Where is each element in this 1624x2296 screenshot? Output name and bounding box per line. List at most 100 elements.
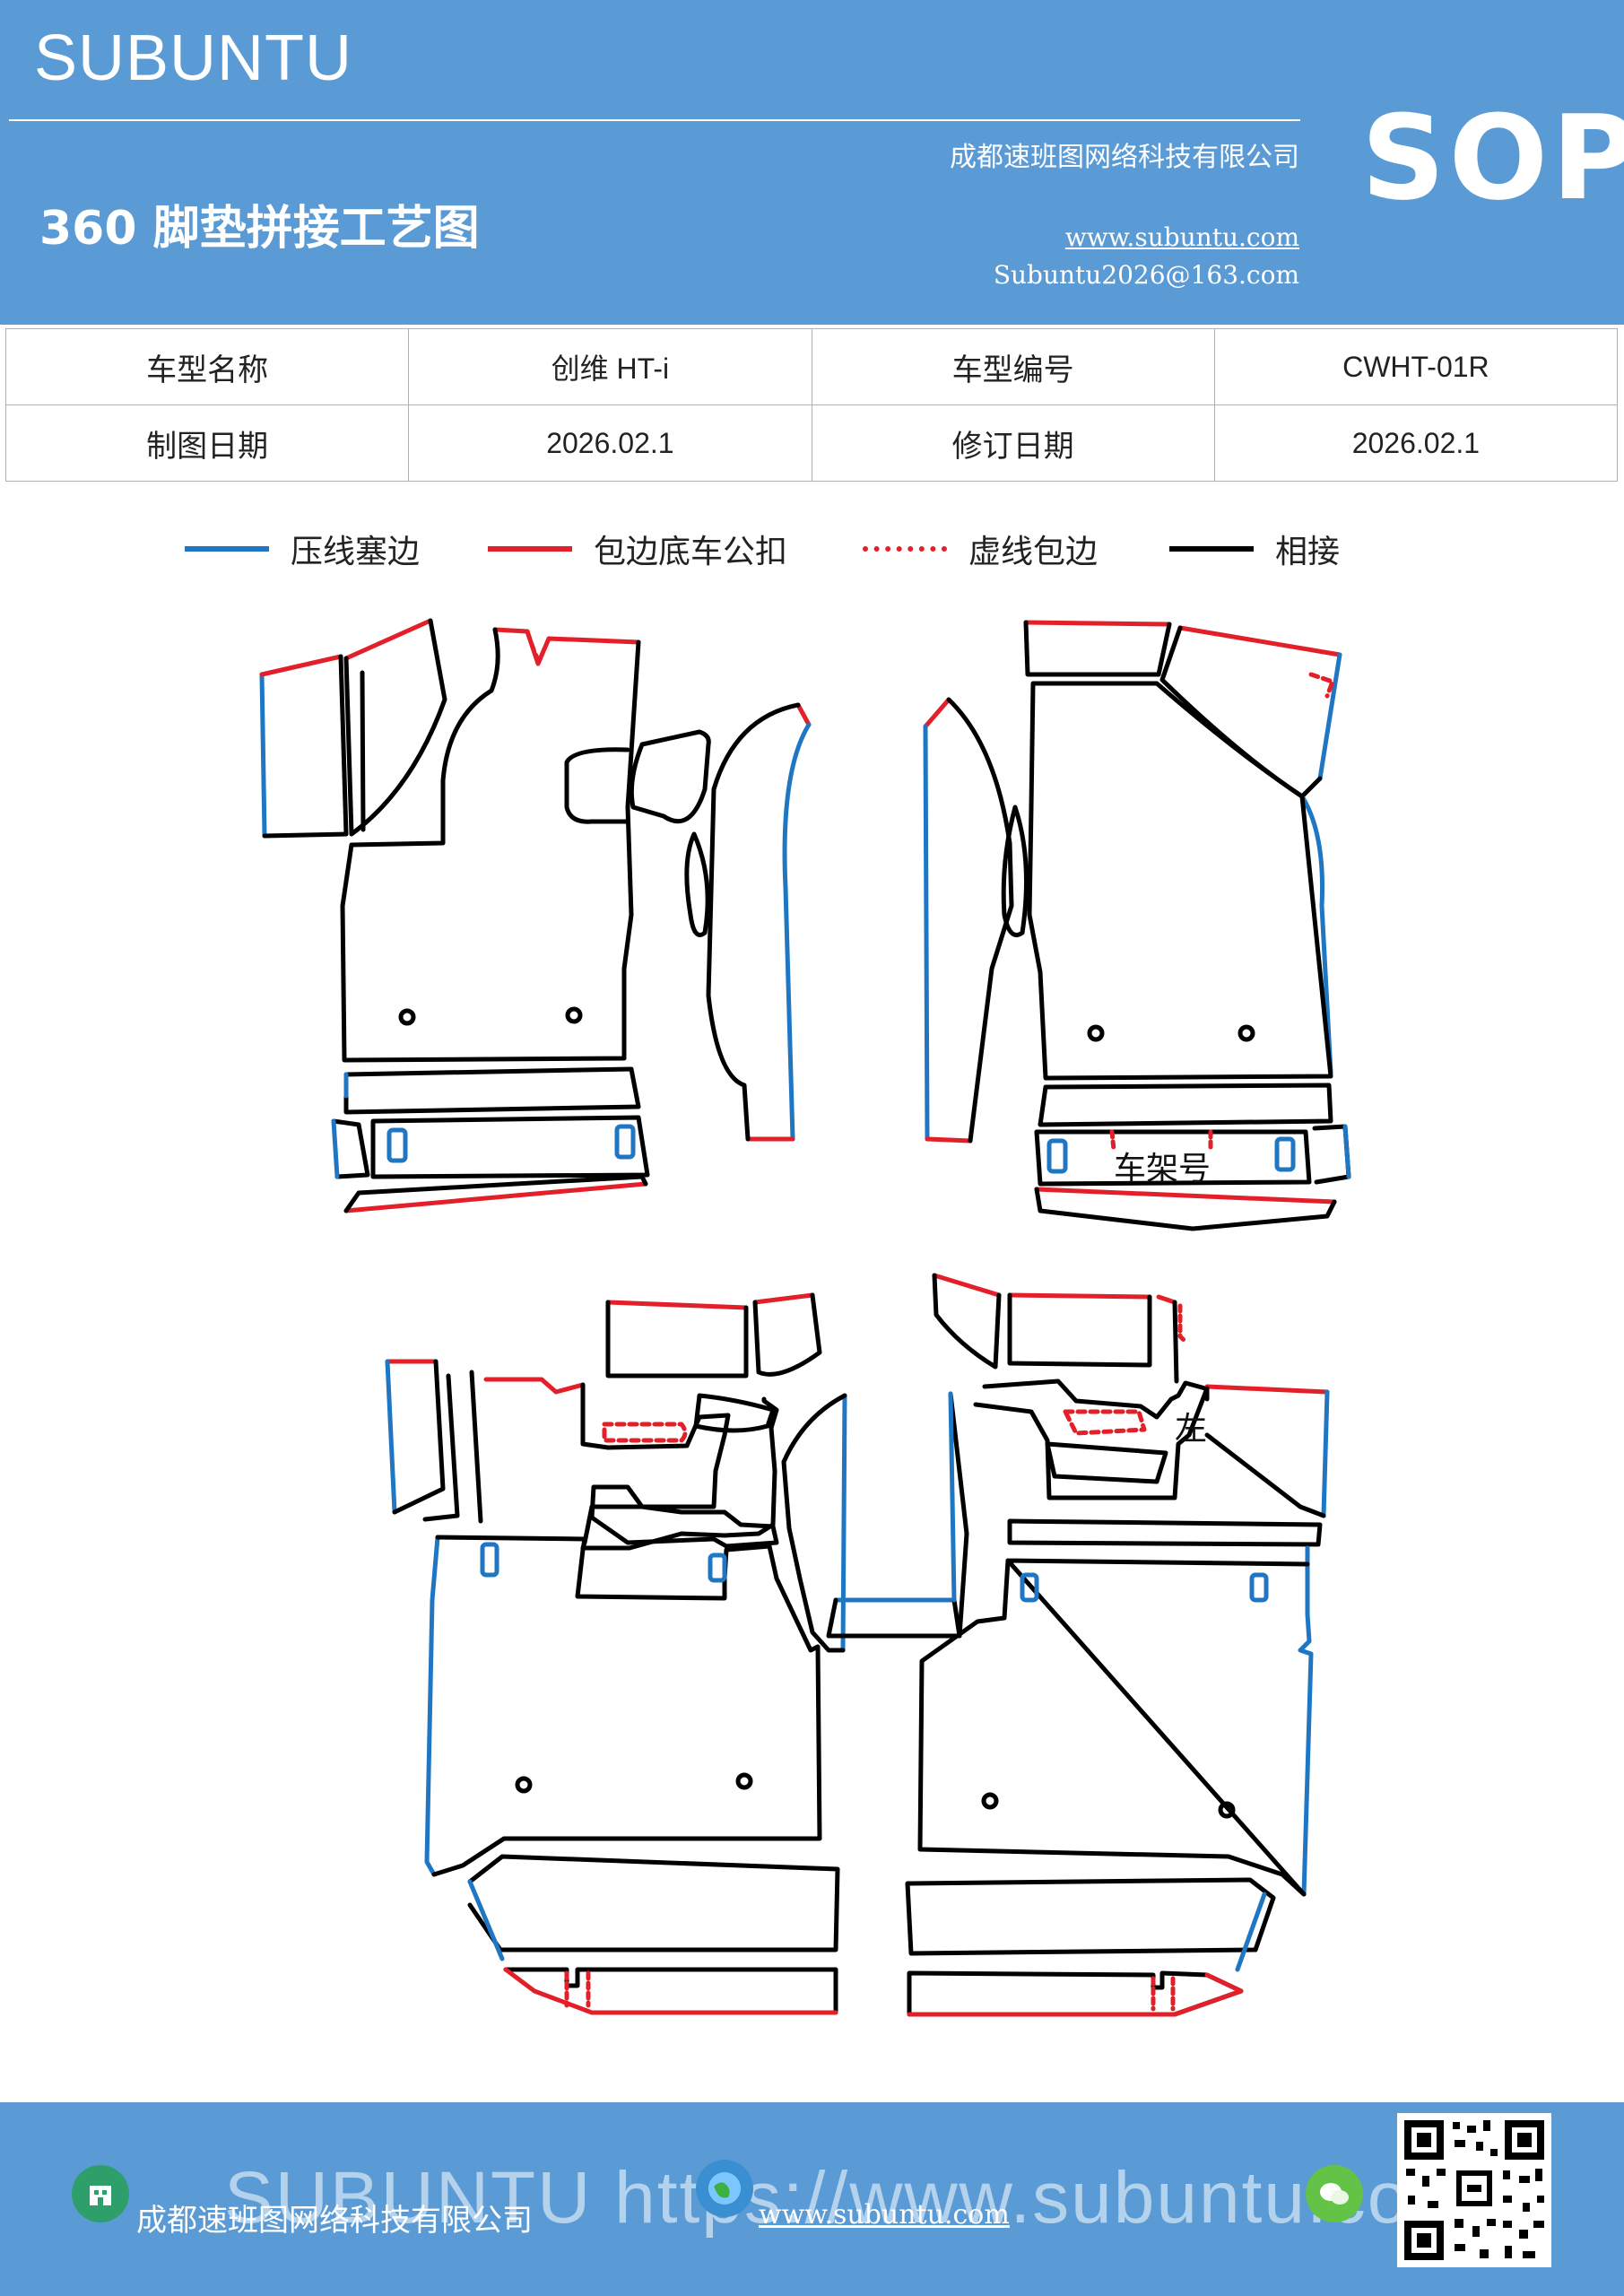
mat-piece	[1235, 1892, 1267, 1972]
mat-hole	[398, 1008, 416, 1026]
table-cell-value: CWHT-01R	[1213, 328, 1619, 405]
mat-piece	[467, 1854, 840, 1952]
company-name: 成都速班图网络科技有限公司	[950, 142, 1299, 173]
mat-piece	[492, 627, 641, 666]
table-cell-value: 创维 HT-i	[408, 328, 812, 405]
mat-hole	[735, 1772, 753, 1790]
mat-slot	[1046, 1138, 1068, 1174]
mat-slot	[1020, 1572, 1039, 1603]
mat-piece	[1308, 672, 1335, 699]
mat-piece	[503, 1967, 838, 2015]
mat-piece	[331, 1118, 340, 1179]
table-row: 车型名称 创维 HT-i 车型编号 CWHT-01R	[4, 328, 1619, 405]
mat-piece	[1023, 620, 1172, 677]
mat-piece	[925, 1136, 973, 1144]
mat-piece	[1063, 1409, 1147, 1436]
legend-swatch-blue	[185, 546, 269, 552]
mat-piece	[907, 1972, 1244, 2017]
legend-item-press-line: 压线塞边	[185, 522, 420, 576]
mat-hole	[565, 1006, 583, 1024]
mat-piece	[259, 672, 267, 839]
mat-piece	[1172, 1300, 1179, 1384]
sop-badge: SOP	[1361, 90, 1624, 226]
legend-swatch-red	[488, 546, 572, 552]
mat-piece	[923, 697, 951, 729]
mat-piece	[973, 1386, 1326, 1518]
rear-left-mat-group	[385, 1292, 847, 2015]
mat-piece	[840, 1393, 847, 1653]
mat-piece	[259, 654, 343, 677]
frame-number-label: 车架号	[1114, 1151, 1211, 1187]
mat-piece	[946, 697, 1014, 1144]
mat-piece	[905, 1877, 1276, 1956]
contact-email[interactable]: Subuntu2026@163.com	[993, 260, 1299, 290]
building-icon	[72, 2165, 129, 2222]
table-cell-label: 制图日期	[4, 404, 410, 482]
mat-piece	[1317, 652, 1342, 781]
mat-hole	[1218, 1801, 1236, 1819]
mat-piece	[602, 1422, 688, 1443]
mat-slot	[1274, 1136, 1296, 1172]
mat-piece	[1001, 804, 1029, 937]
legend-swatch-red-dashed	[863, 546, 947, 552]
mat-piece	[1034, 1187, 1337, 1231]
mat-piece	[1204, 1384, 1330, 1395]
mat-piece	[564, 747, 630, 824]
mat-piece	[752, 1292, 822, 1377]
mat-piece	[385, 1359, 397, 1515]
mat-piece	[392, 1359, 446, 1515]
mat-piece	[826, 1597, 962, 1639]
legend-swatch-black	[1169, 546, 1254, 552]
mat-piece	[525, 629, 544, 668]
mat-piece	[629, 729, 711, 824]
mat-hole	[981, 1792, 999, 1810]
table-row: 制图日期 2026.02.1 修订日期 2026.02.1	[4, 404, 1619, 482]
mat-piece	[469, 1370, 483, 1524]
mat-piece	[923, 724, 930, 1142]
mat-piece	[706, 702, 801, 1142]
mat-piece	[605, 1300, 749, 1378]
mat-piece	[1298, 1545, 1314, 1897]
brand-logo-text: SUBUNTU	[34, 22, 353, 94]
mat-slot	[708, 1552, 727, 1583]
mat-piece	[262, 654, 349, 839]
footer-banner: SUBUNTU https://www.subuntu.com 成都速班图网络科…	[0, 2102, 1624, 2296]
mat-piece	[752, 1292, 815, 1305]
mat-piece	[503, 1967, 838, 2015]
rear-middle-bridge	[826, 1597, 962, 1639]
mat-piece	[1177, 1303, 1188, 1344]
rear-right-mat-group	[905, 1273, 1330, 2017]
mat-piece	[424, 1535, 440, 1877]
mat-piece	[343, 1066, 641, 1115]
mat-piece	[589, 1484, 779, 1549]
footer-watermark: SUBUNTU https://www.subuntu.com	[224, 2157, 1473, 2239]
mat-piece	[948, 1391, 969, 1639]
mat-piece	[1151, 1976, 1176, 2012]
mat-piece	[1007, 1292, 1152, 1368]
legend-item-dashed-edge: 虚线包边	[863, 522, 1098, 576]
legend-item-edge-clip: 包边底车公扣	[488, 522, 787, 576]
mat-piece	[340, 627, 641, 1063]
mat-piece	[564, 1970, 591, 2008]
vehicle-info-table: 车型名称 创维 HT-i 车型编号 CWHT-01R 制图日期 2026.02.…	[4, 328, 1619, 482]
mat-piece	[948, 1391, 957, 1603]
mat-piece	[431, 1535, 822, 1877]
mat-piece	[932, 1273, 1002, 1298]
mat-slot	[1249, 1572, 1269, 1603]
website-link[interactable]: www.subuntu.com	[1064, 222, 1299, 252]
mat-piece	[982, 1378, 1208, 1420]
qr-code	[1397, 2113, 1551, 2267]
mat-piece	[1156, 1294, 1177, 1305]
page-title: 360 脚垫拼接工艺图	[39, 202, 480, 256]
table-cell-value: 2026.02.1	[408, 404, 812, 482]
floor-mat-diagram: 车架号 左	[0, 592, 1624, 2063]
footer-website-link[interactable]: www.subuntu.com	[759, 2199, 1010, 2231]
table-cell-label: 车型编号	[811, 328, 1215, 405]
mat-piece	[343, 618, 447, 837]
mat-piece	[693, 1393, 776, 1433]
mat-hole	[515, 1776, 533, 1794]
legend-item-joint: 相接	[1169, 522, 1340, 576]
mat-piece	[1321, 1389, 1330, 1518]
mat-piece	[343, 1174, 648, 1213]
mat-hole	[1238, 1024, 1255, 1042]
